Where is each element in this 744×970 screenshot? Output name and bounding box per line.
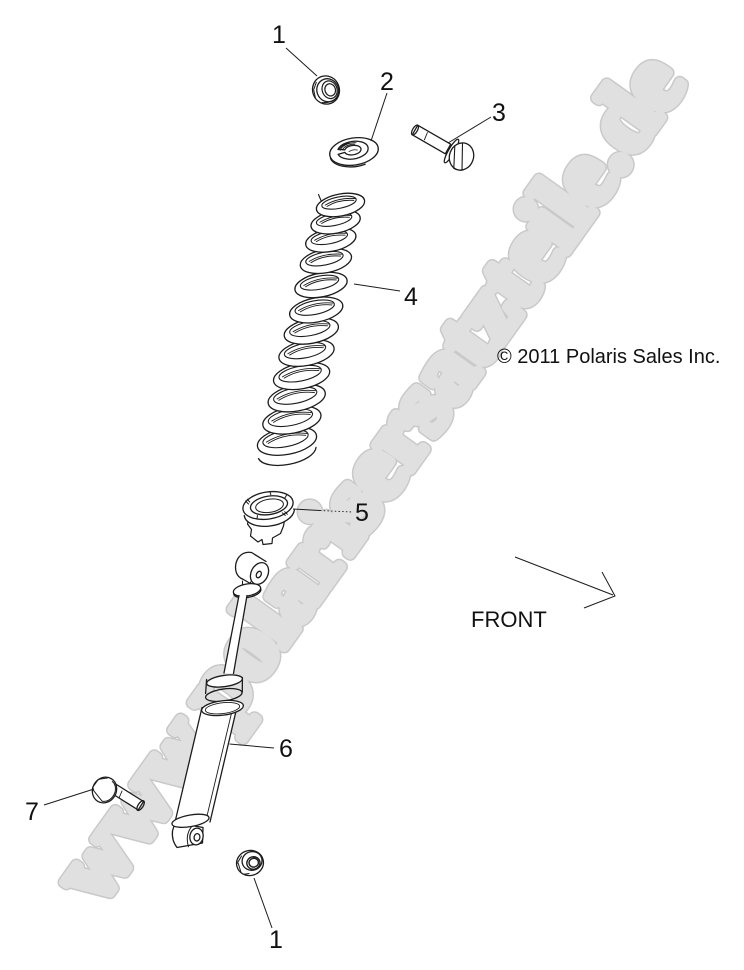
svg-text:www.polarisersatzteile.de: www.polarisersatzteile.de xyxy=(32,35,704,919)
svg-text:FRONT: FRONT xyxy=(471,607,547,632)
svg-text:2: 2 xyxy=(380,68,394,96)
svg-text:6: 6 xyxy=(279,735,293,763)
svg-text:1: 1 xyxy=(269,926,283,954)
svg-text:5: 5 xyxy=(355,499,369,527)
svg-text:4: 4 xyxy=(404,283,418,311)
svg-text:7: 7 xyxy=(25,798,39,826)
svg-text:1: 1 xyxy=(272,21,286,49)
svg-text:© 2011 Polaris Sales Inc.: © 2011 Polaris Sales Inc. xyxy=(497,346,720,368)
svg-text:3: 3 xyxy=(492,99,506,127)
